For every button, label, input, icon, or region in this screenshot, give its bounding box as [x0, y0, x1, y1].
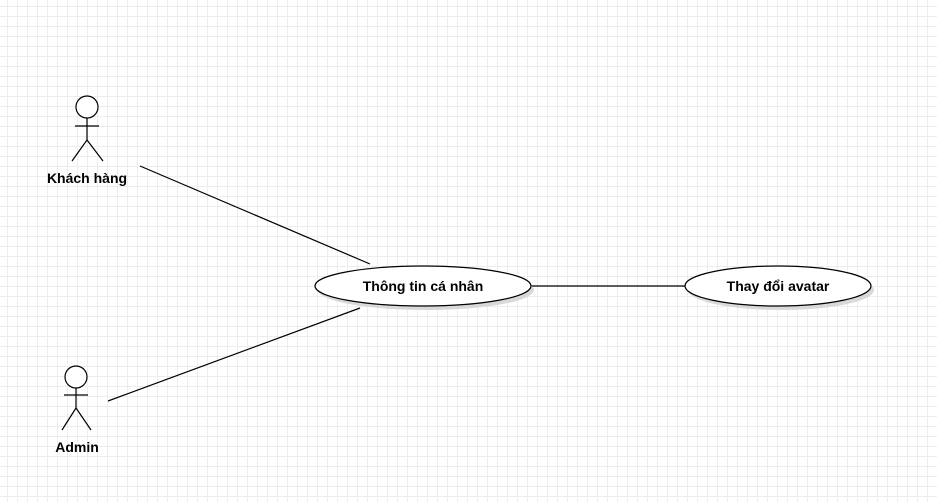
actor-figure-icon	[61, 365, 92, 431]
use-case-ellipse	[314, 265, 532, 307]
use-case-thong-tin-ca-nhan[interactable]: Thông tin cá nhân	[314, 265, 534, 310]
actor-khach-hang[interactable]: Khách hàng	[47, 95, 127, 186]
association-admin-thong-tin	[107, 307, 361, 402]
actor-figure-icon	[71, 95, 104, 162]
association-khach-hang-thong-tin	[139, 165, 371, 265]
actor-label: Khách hàng	[47, 170, 127, 186]
use-case-ellipse	[684, 265, 872, 307]
use-case-label: Thay đổi avatar	[727, 278, 830, 294]
use-case-label: Thông tin cá nhân	[363, 278, 484, 294]
actor-label: Admin	[55, 439, 99, 455]
actor-admin[interactable]: Admin	[55, 365, 99, 455]
use-case-thay-doi-avatar[interactable]: Thay đổi avatar	[684, 265, 874, 310]
